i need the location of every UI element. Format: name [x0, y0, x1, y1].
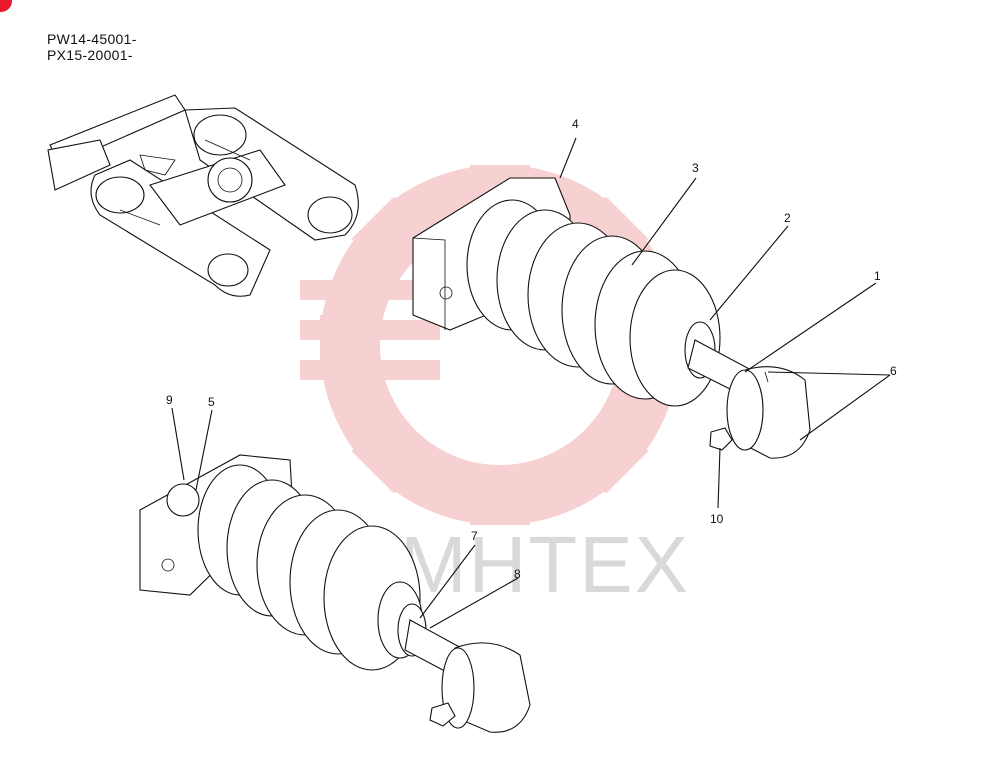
recoil-spring-assembly-cutaway-icon [139, 454, 531, 733]
callout-labels: 1 2 3 4 5 6 7 8 9 10 [166, 117, 897, 581]
leader-lines [171, 137, 891, 629]
recoil-spring-assembly-icon [412, 177, 811, 459]
serial-number-1: PW14-45001- [47, 31, 137, 47]
crawler-undercarriage-icon [47, 94, 359, 297]
callout-10: 10 [710, 512, 724, 526]
callout-6: 6 [890, 364, 897, 378]
callout-1: 1 [874, 269, 881, 283]
callout-4: 4 [572, 117, 579, 131]
callout-8: 8 [514, 567, 521, 581]
serial-number-2: PX15-20001- [47, 47, 133, 63]
callout-2: 2 [784, 211, 791, 225]
watermark-text: MHTEX [400, 520, 690, 609]
callout-3: 3 [692, 161, 699, 175]
callout-7: 7 [471, 529, 478, 543]
callout-5: 5 [208, 395, 215, 409]
callout-9: 9 [166, 393, 173, 407]
